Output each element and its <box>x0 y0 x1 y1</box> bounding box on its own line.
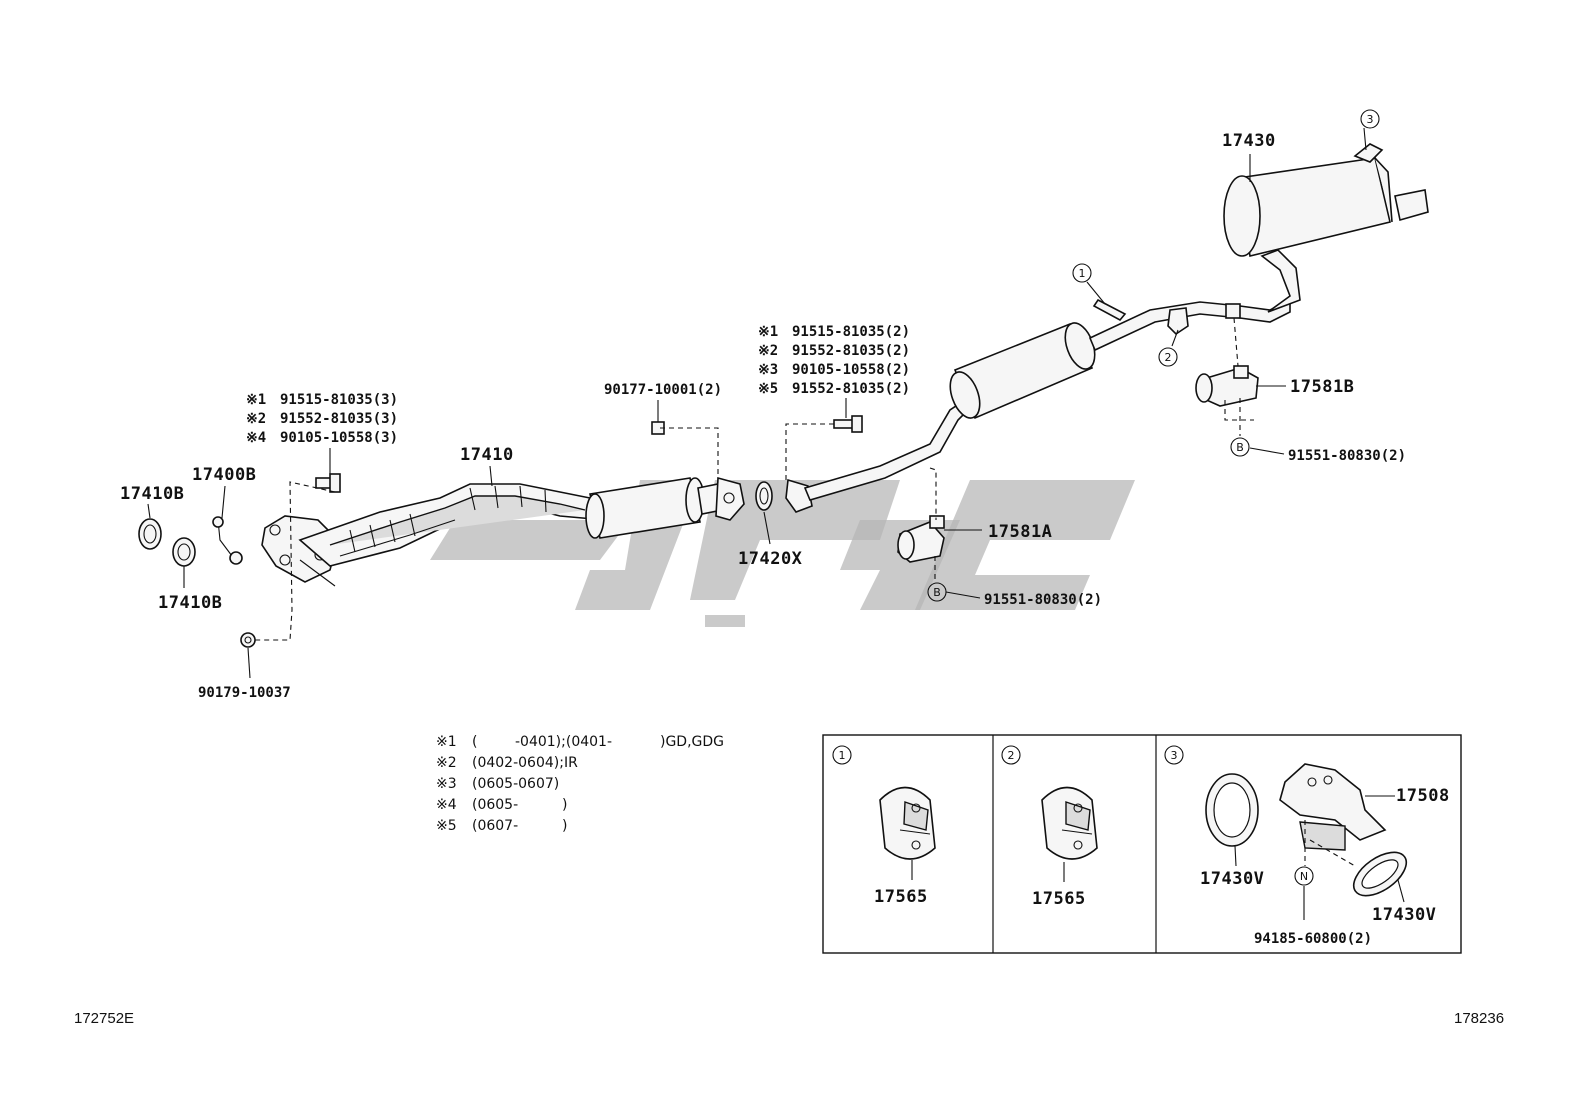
label-17420x: 17420X <box>738 549 803 569</box>
label-17565-b: 17565 <box>1032 889 1086 909</box>
label-17430: 17430 <box>1222 131 1276 151</box>
svg-text:1: 1 <box>1079 267 1086 280</box>
callout-b-mid: B <box>927 582 947 602</box>
svg-text:2: 2 <box>1008 749 1015 762</box>
svg-text:※5: ※5 <box>436 818 457 834</box>
svg-text:B: B <box>1236 441 1244 454</box>
svg-text:※4: ※4 <box>436 797 457 813</box>
callout-3-detail: 3 <box>1164 745 1184 765</box>
label-17430v-b: 17430V <box>1372 905 1436 925</box>
svg-text:N: N <box>1300 870 1308 883</box>
detail-box: 1 2 3 17565 17565 <box>822 734 1462 954</box>
gasket-17430v-a <box>1205 773 1259 867</box>
footer-left-code: 172752E <box>74 1010 134 1027</box>
svg-text:※1: ※1 <box>246 392 266 408</box>
svg-text:1: 1 <box>839 749 846 762</box>
rubber-hanger-17565-b <box>1041 786 1098 882</box>
gasket-17410b-top <box>138 518 162 550</box>
label-17410: 17410 <box>460 445 514 465</box>
callout-n: N <box>1294 866 1314 886</box>
svg-text:-0401);(0401-: -0401);(0401- <box>515 734 612 750</box>
label-17508: 17508 <box>1396 786 1450 806</box>
svg-text:90105-10558(3): 90105-10558(3) <box>280 430 398 446</box>
callout-1-top: 1 <box>1072 263 1092 283</box>
svg-text:※2: ※2 <box>758 343 778 359</box>
svg-text:※3: ※3 <box>758 362 778 378</box>
svg-text:※5: ※5 <box>758 381 778 397</box>
bolt-group-mid: ※1 91515-81035(2) ※2 91552-81035(2) ※3 9… <box>758 324 910 418</box>
svg-text:90105-10558(2): 90105-10558(2) <box>792 362 910 378</box>
svg-text:B: B <box>933 586 941 599</box>
svg-text:91552-81035(2): 91552-81035(2) <box>792 381 910 397</box>
svg-text:※1: ※1 <box>436 734 457 750</box>
svg-text:(0605-: (0605- <box>472 797 518 813</box>
svg-text:※4: ※4 <box>246 430 266 446</box>
svg-text:): ) <box>562 797 567 813</box>
label-17400b: 17400B <box>192 465 256 485</box>
label-17565-a: 17565 <box>874 887 928 907</box>
bolt-mid <box>833 415 863 433</box>
hanger-17581a <box>897 515 945 563</box>
callout-2-top: 2 <box>1158 347 1178 367</box>
label-17410b-bottom: 17410B <box>158 593 222 613</box>
gasket-17410b-bottom <box>172 537 196 567</box>
callout-3-top: 3 <box>1360 109 1380 129</box>
label-17581a: 17581A <box>988 522 1052 542</box>
gasket-17430v-b <box>1352 851 1408 903</box>
sensor-17400b <box>212 516 243 565</box>
label-17430v-a: 17430V <box>1200 869 1264 889</box>
svg-text:)GD,GDG: )GD,GDG <box>660 734 724 750</box>
svg-text:2: 2 <box>1165 351 1172 364</box>
label-17410b-top: 17410B <box>120 484 184 504</box>
label-94185: 94185-60800(2) <box>1254 931 1372 947</box>
svg-text:91552-81035(3): 91552-81035(3) <box>280 411 398 427</box>
svg-text:(: ( <box>472 734 477 750</box>
label-90177: 90177-10001(2) <box>604 382 722 398</box>
callout-1-detail: 1 <box>832 745 852 765</box>
footer-right-code: 178236 <box>1454 1010 1504 1027</box>
bolt-left <box>315 473 341 493</box>
svg-text:3: 3 <box>1367 113 1374 126</box>
rear-muffler-17430 <box>1223 143 1429 257</box>
svg-text:(0402-0604);IR: (0402-0604);IR <box>472 755 578 771</box>
callout-b-right: B <box>1230 437 1250 457</box>
bracket-17508 <box>1279 763 1395 851</box>
svg-text:(0607-: (0607- <box>472 818 518 834</box>
hanger-17581b <box>1195 365 1259 407</box>
bolt-group-left: ※1 91515-81035(3) ※2 91552-81035(3) ※4 9… <box>246 392 398 474</box>
label-91551-right: 91551-80830(2) <box>1288 448 1406 464</box>
svg-text:※1: ※1 <box>758 324 778 340</box>
notes-list: ※1 ( -0401);(0401- )GD,GDG ※2 (0402-0604… <box>436 734 724 834</box>
svg-text:※2: ※2 <box>246 411 266 427</box>
rubber-hanger-17565-a <box>879 786 936 880</box>
intermediate-pipe <box>785 249 1301 513</box>
gasket-17420x <box>755 481 773 511</box>
label-17581b: 17581B <box>1290 377 1354 397</box>
svg-text:91515-81035(2): 91515-81035(2) <box>792 324 910 340</box>
svg-text:91552-81035(2): 91552-81035(2) <box>792 343 910 359</box>
label-90179: 90179-10037 <box>198 685 291 701</box>
callout-2-detail: 2 <box>1001 745 1021 765</box>
svg-text:91515-81035(3): 91515-81035(3) <box>280 392 398 408</box>
svg-text:※3: ※3 <box>436 776 457 792</box>
svg-text:※2: ※2 <box>436 755 457 771</box>
svg-text:(0605-0607): (0605-0607) <box>472 776 559 792</box>
label-91551-mid: 91551-80830(2) <box>984 592 1102 608</box>
svg-text:): ) <box>562 818 567 834</box>
front-pipe-17410 <box>261 483 607 587</box>
svg-text:3: 3 <box>1171 749 1178 762</box>
center-pipe-body <box>585 476 745 539</box>
nut-90179 <box>240 632 256 648</box>
